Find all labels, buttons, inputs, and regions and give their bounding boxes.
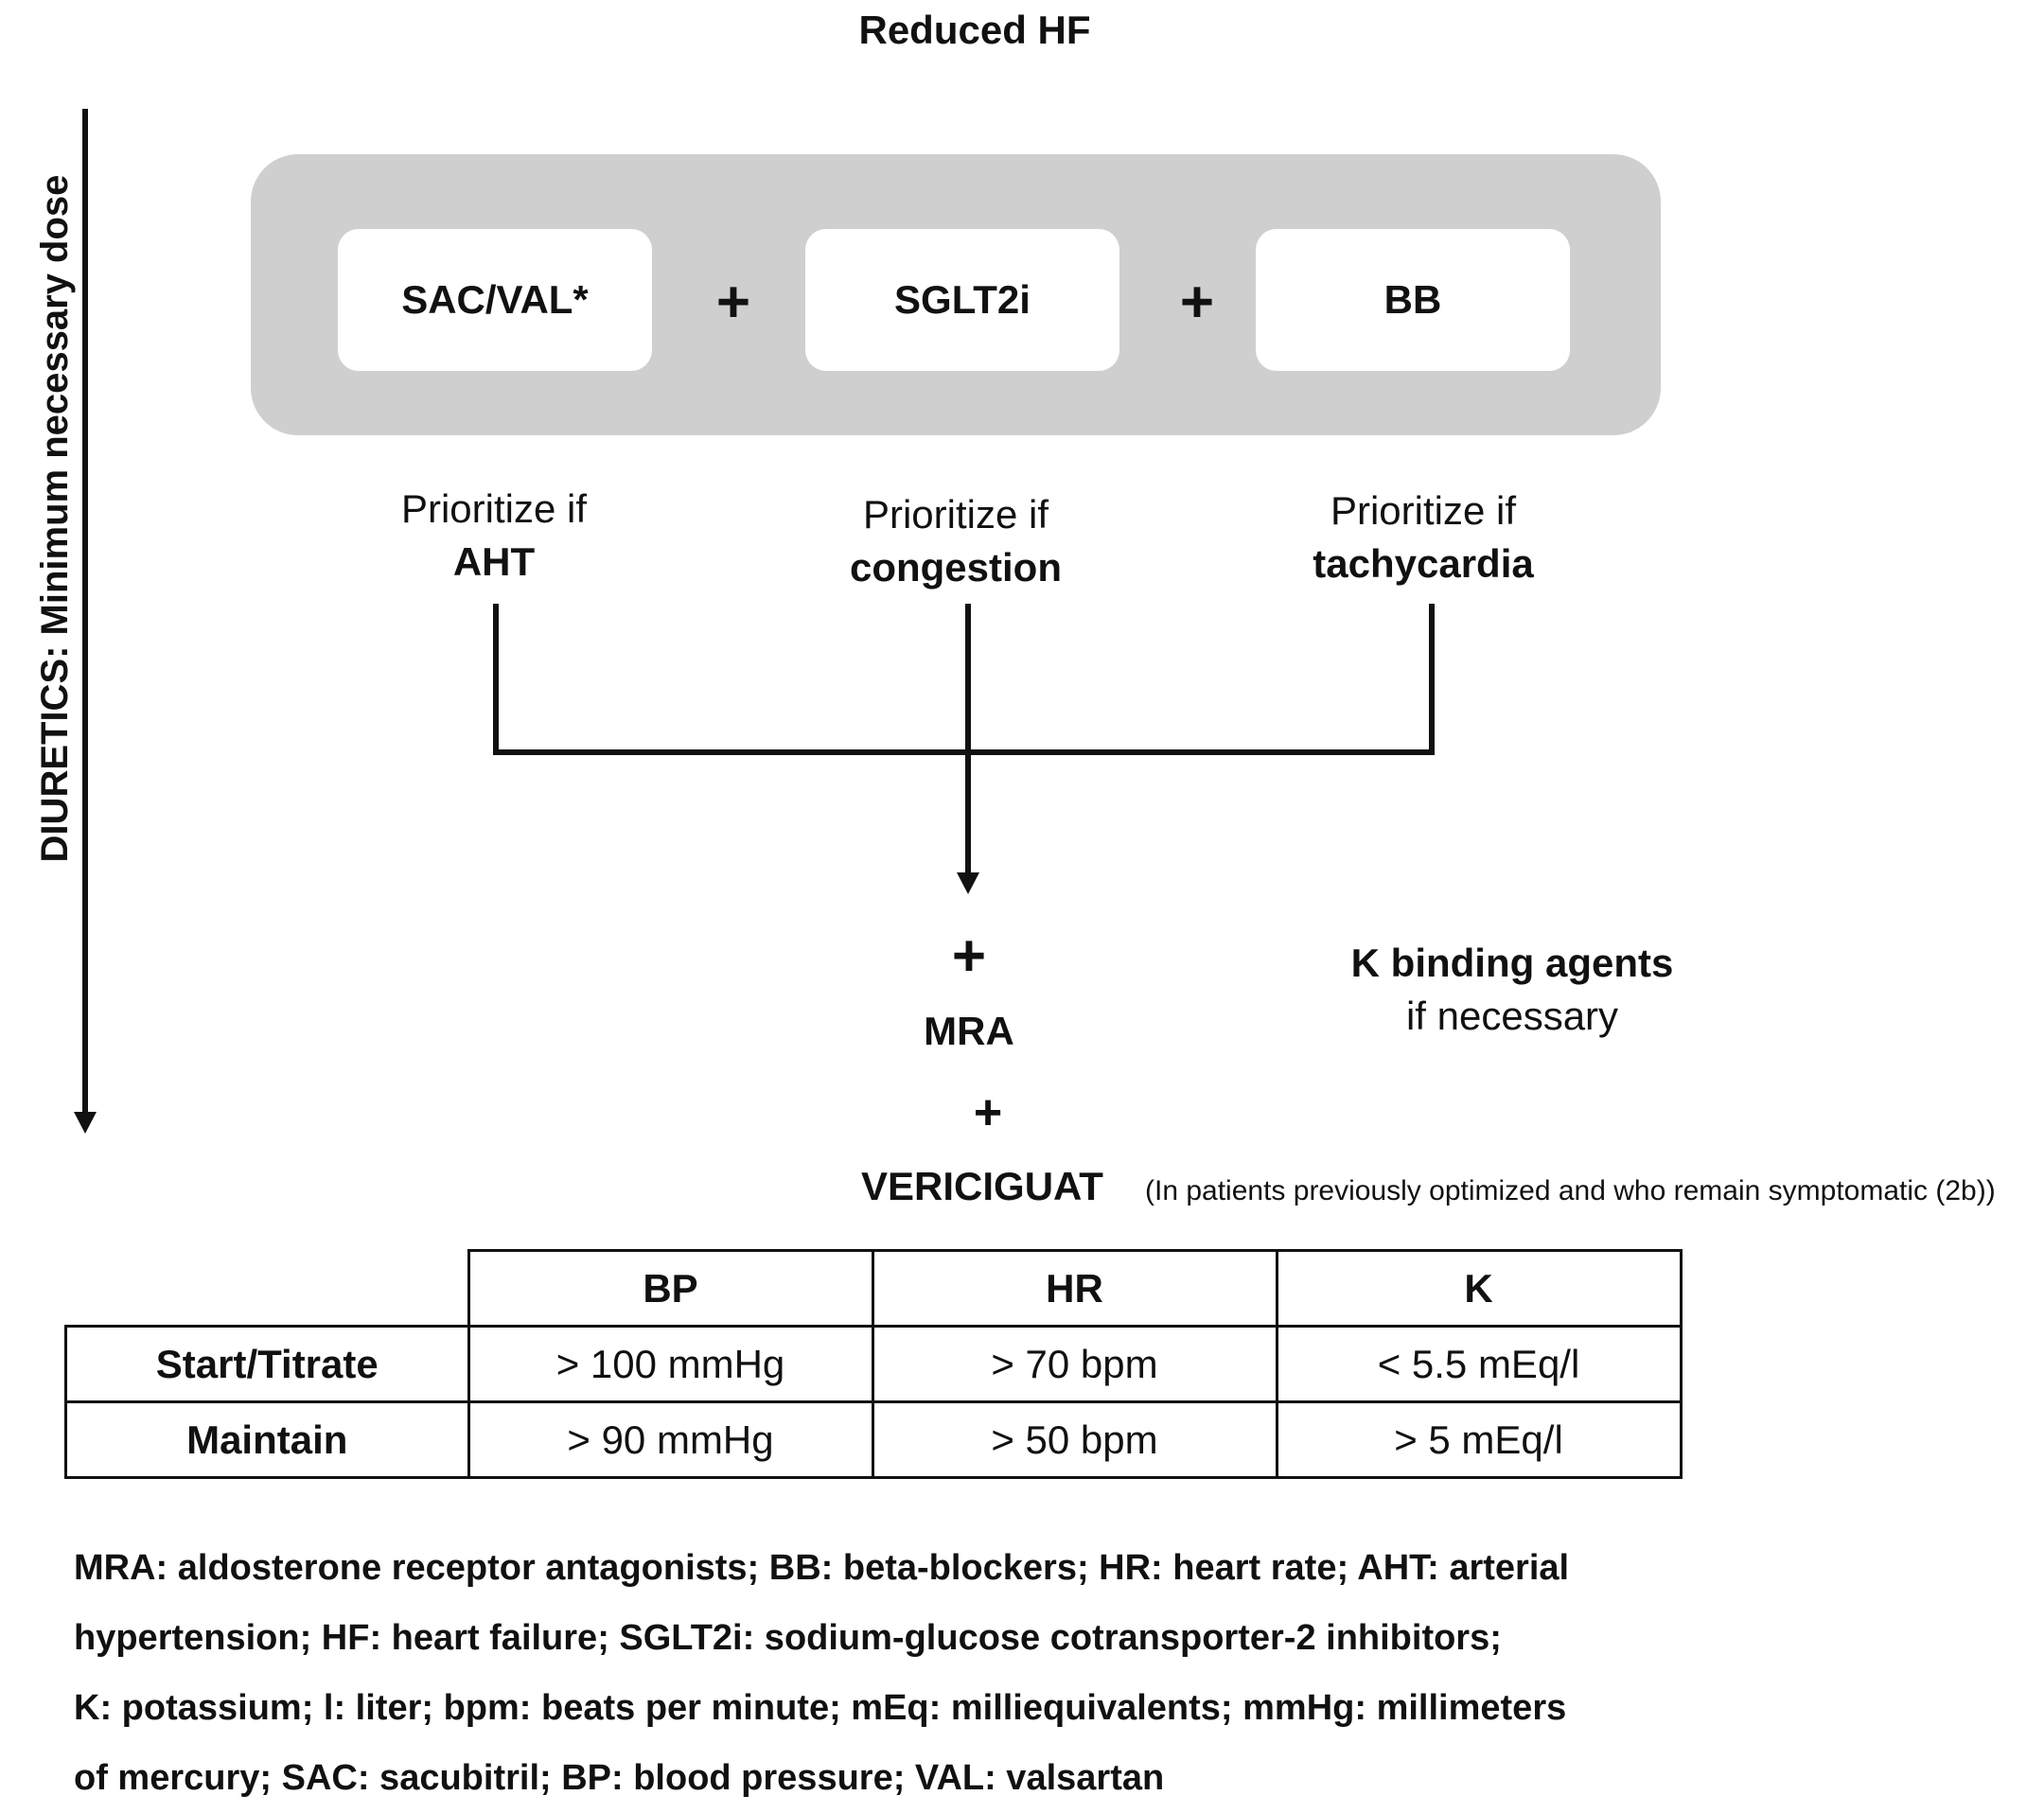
plus-sign: + — [973, 1085, 1003, 1140]
k-binding-label: K binding agents — [1350, 941, 1674, 985]
row-label: Maintain — [64, 1400, 470, 1479]
prioritize-prefix: Prioritize if — [400, 486, 588, 531]
table-header: K — [1275, 1249, 1683, 1328]
table-cell: < 5.5 mEq/l — [1275, 1325, 1683, 1403]
prioritize-congestion: Prioritize if congestion — [757, 488, 1154, 594]
table-cell: > 70 bpm — [871, 1325, 1278, 1403]
legend-line: MRA: aldosterone receptor antagonists; B… — [74, 1548, 1570, 1588]
legend-line: hypertension; HF: heart failure; SGLT2i:… — [74, 1618, 1502, 1658]
table-row: Maintain > 90 mmHg > 50 bpm > 5 mEq/l — [64, 1400, 1683, 1479]
center-arrowhead — [957, 872, 979, 894]
k-binding-note: if necessary — [1405, 994, 1619, 1038]
drug-label: SGLT2i — [894, 277, 1031, 322]
drug-box-sglt2i: SGLT2i — [805, 229, 1119, 371]
table-corner — [65, 1250, 470, 1328]
k-binding-agents: K binding agents if necessary — [1276, 937, 1749, 1043]
table-cell: > 90 mmHg — [467, 1400, 874, 1479]
prioritize-prefix: Prioritize if — [1330, 488, 1517, 533]
mra-label: MRA — [924, 1009, 1014, 1053]
diuretics-arrowhead — [74, 1112, 97, 1134]
legend-line: of mercury; SAC: sacubitril; BP: blood p… — [74, 1758, 1165, 1798]
table-header: HR — [871, 1249, 1278, 1328]
plus-sign: + — [1179, 270, 1215, 335]
prioritize-condition: congestion — [849, 545, 1062, 590]
prioritize-aht: Prioritize if AHT — [295, 483, 693, 589]
prioritize-tachycardia: Prioritize if tachycardia — [1225, 484, 1622, 590]
table-cell: > 5 mEq/l — [1275, 1400, 1683, 1479]
diuretics-label: DIURETICS: Minimum necessary dose — [34, 174, 76, 863]
prioritize-condition: AHT — [452, 539, 536, 584]
prioritize-condition: tachycardia — [1313, 541, 1534, 586]
table-cell: > 50 bpm — [871, 1400, 1278, 1479]
legend-line: K: potassium; l: liter; bpm: beats per m… — [74, 1688, 1567, 1728]
table-header-row: BP HR K — [65, 1249, 1683, 1328]
diagram-title: Reduced HF — [858, 8, 1091, 52]
drug-box-bb: BB — [1256, 229, 1570, 371]
table-cell: > 100 mmHg — [467, 1325, 874, 1403]
prioritize-prefix: Prioritize if — [862, 492, 1049, 537]
abbreviations-legend: MRA: aldosterone receptor antagonists; B… — [74, 1533, 1777, 1813]
threshold-table: BP HR K Start/Titrate > 100 mmHg > 70 bp… — [64, 1249, 1683, 1479]
vericiguat-note: (In patients previously optimized and wh… — [1145, 1175, 1996, 1206]
plus-sign: + — [951, 924, 987, 989]
drug-label: BB — [1383, 277, 1442, 322]
drug-label: SAC/VAL* — [401, 277, 589, 322]
row-label: Start/Titrate — [64, 1325, 470, 1403]
table-header: BP — [467, 1249, 874, 1328]
plus-sign: + — [715, 270, 751, 335]
drug-box-sacval: SAC/VAL* — [338, 229, 652, 371]
table-row: Start/Titrate > 100 mmHg > 70 bpm < 5.5 … — [64, 1325, 1683, 1403]
vericiguat-label: VERICIGUAT — [861, 1164, 1103, 1208]
